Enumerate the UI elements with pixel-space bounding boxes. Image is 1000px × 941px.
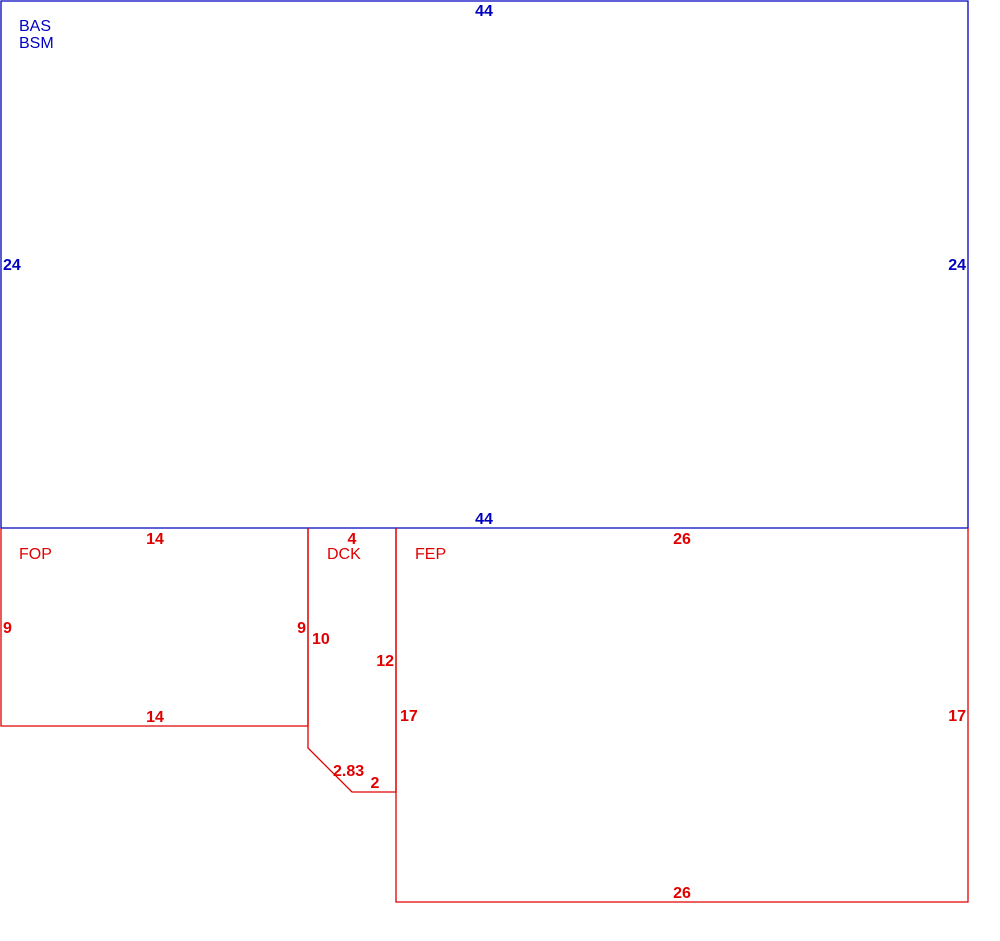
- bas-outline: [0, 0, 969, 529]
- bas-dim-bottom: 44: [475, 511, 493, 528]
- fep-dim-left: 17: [400, 708, 418, 725]
- fop-dim-bottom: 14: [146, 709, 164, 726]
- dck-dim-right: 12: [376, 653, 394, 670]
- dck-dim-diagonal: 2.83: [333, 763, 364, 780]
- fep-dim-right: 17: [948, 708, 966, 725]
- fep-label: FEP: [415, 546, 446, 563]
- fop-dim-left: 9: [3, 620, 12, 637]
- fep-outline: [395, 528, 969, 903]
- bsm-label: BSM: [19, 35, 54, 52]
- fep-dim-bottom: 26: [673, 885, 691, 902]
- fop-area: FOP 14 14 9 9: [0, 528, 309, 727]
- bas-area: BAS BSM 44 44 24 24: [0, 0, 969, 529]
- fep-area: FEP 26 26 17 17: [395, 528, 969, 903]
- bas-dim-top: 44: [475, 3, 493, 20]
- fep-dim-top: 26: [673, 531, 691, 548]
- bas-label: BAS: [19, 18, 51, 35]
- bas-dim-left: 24: [3, 257, 21, 274]
- dck-area: DCK 4 10 12 2.83 2: [307, 528, 397, 793]
- fop-dim-right: 9: [297, 620, 306, 637]
- dck-dim-bottom: 2: [371, 775, 380, 792]
- bas-dim-right: 24: [948, 257, 966, 274]
- fop-dim-top: 14: [146, 531, 164, 548]
- dck-dim-top: 4: [348, 531, 357, 548]
- fop-label: FOP: [19, 546, 52, 563]
- dck-label: DCK: [327, 546, 361, 563]
- dck-dim-left: 10: [312, 631, 330, 648]
